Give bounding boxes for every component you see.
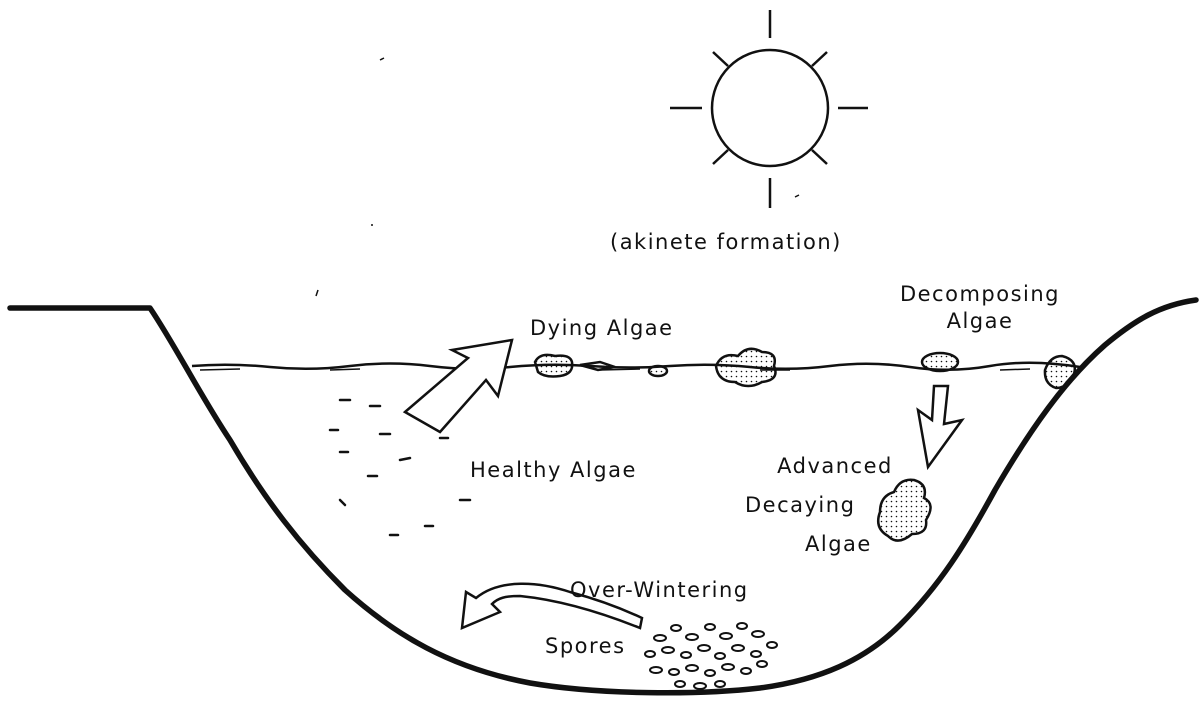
decaying-label-line3: Algae <box>805 534 872 555</box>
advanced-decaying-label: Advanced <box>755 456 915 477</box>
decaying-algae-clump <box>878 480 930 541</box>
akinete-label: (akinete formation) <box>610 232 842 253</box>
dying-algae-label: Dying Algae <box>530 318 674 339</box>
decomposing-label-line1: Decomposing <box>880 284 1080 305</box>
decaying-label-line2: Decaying <box>745 495 855 516</box>
scan-specks <box>316 58 799 296</box>
healthy-algae-label: Healthy Algae <box>470 460 637 481</box>
spores-icon <box>645 623 777 689</box>
advanced-label-line1: Advanced <box>755 456 915 477</box>
arrow-down-icon <box>918 386 962 467</box>
decomposing-label: Decomposing Algae <box>880 284 1080 332</box>
spores-label: Spores <box>545 636 626 657</box>
overwintering-label: Over-Wintering <box>570 580 749 601</box>
arrow-up-icon <box>405 340 512 432</box>
sun-icon <box>670 10 868 208</box>
decomposing-label-line2: Algae <box>880 311 1080 332</box>
